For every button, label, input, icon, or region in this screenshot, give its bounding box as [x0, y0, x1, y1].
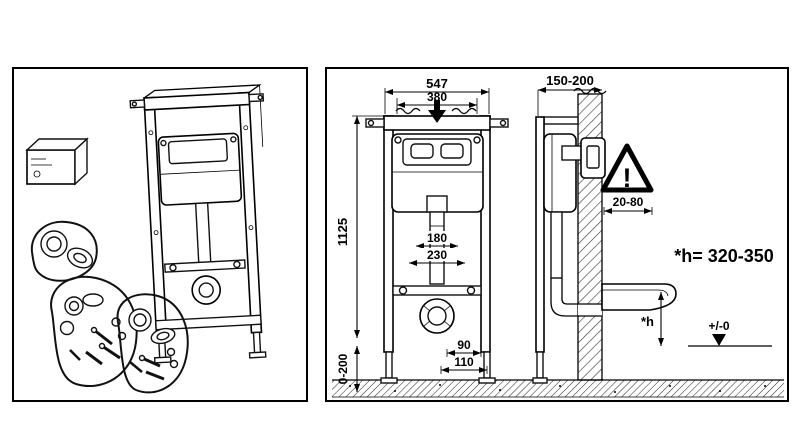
seat-height-label: *h= 320-350 [674, 246, 774, 266]
dim-label-547: 547 [426, 76, 448, 91]
break-mark-right [451, 107, 477, 115]
frame-isometric [129, 84, 267, 364]
warning-exclamation: ! [623, 163, 632, 193]
down-arrow-icon [428, 100, 446, 123]
floor-hatch [332, 379, 784, 398]
dimension-panel: 547 380 1125 0-200 18 [325, 67, 789, 402]
dim-bottom-offsets: 90 110 [440, 338, 488, 374]
carton-box [25, 137, 89, 186]
dim-wall-distance: 150-200 [537, 73, 602, 116]
dim-label-230: 230 [427, 248, 447, 262]
dim-frame-height: 1125 [335, 115, 384, 338]
front-view: 547 380 1125 0-200 18 [335, 76, 509, 392]
floor-level-marker-icon: +/-0 [688, 319, 772, 347]
dim-label-90: 90 [457, 338, 471, 352]
warning-triangle-icon: ! [600, 143, 654, 193]
dim-label-380: 380 [427, 90, 447, 104]
dim-label-0-200: 0-200 [336, 353, 350, 384]
dim-label-180: 180 [427, 231, 447, 245]
parts-group-fixings-2 [116, 293, 189, 394]
parts-group-pipe-fittings [30, 220, 98, 282]
break-mark-left [395, 107, 421, 115]
side-view: 150-200 ! 20-80 *h= 320-350 *h [532, 73, 774, 384]
wall-section [577, 93, 603, 381]
dim-label-h: *h [641, 314, 654, 329]
dim-foot-range: 0-200 [336, 346, 360, 392]
dim-h: *h [641, 292, 664, 346]
dim-label-110: 110 [454, 355, 474, 369]
dim-actuator-depth: 20-80 [603, 195, 653, 215]
dim-outer-width: 547 [384, 76, 490, 114]
dim-label-20-80: 20-80 [613, 195, 644, 209]
floor-level-label: +/-0 [708, 319, 729, 333]
dim-inner-width: 380 [396, 90, 478, 114]
kit-contents-panel [12, 67, 308, 402]
toilet-bowl-profile [601, 283, 677, 311]
dim-label-150-200: 150-200 [546, 73, 594, 88]
dim-label-1125: 1125 [335, 218, 350, 246]
dim-outlet-heights: 180 230 [409, 231, 465, 266]
